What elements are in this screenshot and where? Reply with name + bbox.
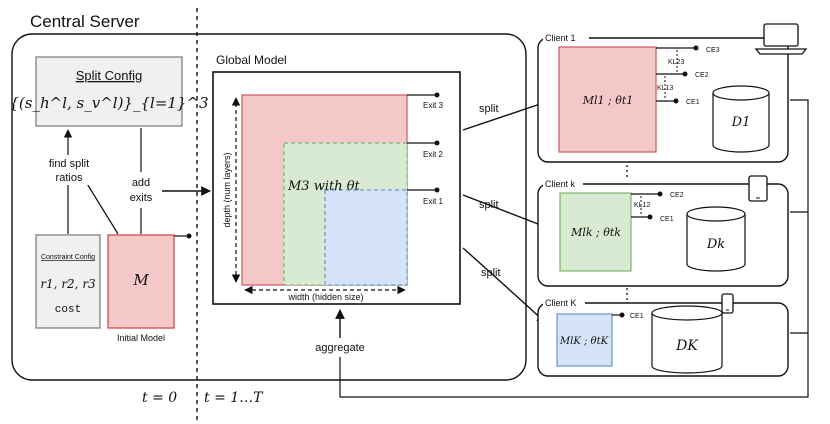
global-model-title: Global Model — [216, 53, 287, 67]
client-K-model-label: MlK ; θtK — [559, 336, 609, 347]
initial-model-output-dot — [186, 233, 192, 239]
exit-1-label: Exit 1 — [423, 197, 444, 206]
split-config-title: Split Config — [76, 68, 142, 83]
client-1-kl13: KL13 — [657, 85, 673, 92]
split-config-box — [35, 56, 183, 127]
global-model-inner-label: M3 with θt — [287, 179, 361, 194]
constraint-config-cost: cost — [55, 304, 81, 316]
time-label-right: t = 1…T — [204, 390, 264, 406]
client-k-dataset-cylinder — [686, 206, 746, 272]
exit-2-label: Exit 2 — [423, 150, 444, 159]
tablet-icon — [748, 175, 768, 202]
client-K-model — [556, 313, 613, 367]
split-label-1: split — [479, 103, 499, 115]
client-K-name: Client K — [545, 298, 577, 308]
client-k-model-label: Mlk ; θtk — [570, 226, 621, 239]
split-config-formula: {(s_h^l, s_v^l)}_{l=1}^3 — [9, 94, 208, 112]
client-K-output-ce1: CE1 — [630, 313, 644, 320]
phone-icon — [721, 293, 734, 314]
client-k-kl12: KL12 — [634, 202, 650, 209]
client-K-dataset-cylinder — [651, 305, 723, 374]
client-k-output-ce1: CE1 — [660, 216, 674, 223]
initial-model-box — [107, 234, 175, 329]
client-1-dataset-label: D1 — [731, 115, 751, 130]
global-model-x-axis: width (hidden size) — [287, 292, 363, 302]
add-exits-label-1: add — [132, 177, 150, 189]
client-k-output-ce2: CE2 — [670, 192, 684, 199]
client-k-name: Client k — [545, 179, 576, 189]
client-1-output-ce1: CE1 — [686, 99, 700, 106]
aggregate-return-line — [339, 99, 809, 398]
exit-3-label: Exit 3 — [423, 101, 444, 110]
constraint-config-values: r1, r2, r3 — [40, 277, 96, 291]
client-k-model — [559, 192, 632, 272]
add-exits-label-2: exits — [130, 192, 153, 204]
find-split-label-2: ratios — [56, 172, 83, 184]
client-K-dataset-label: DK — [675, 338, 699, 354]
find-split-label-1: find split — [49, 158, 89, 170]
client-1-output-ce2: CE2 — [695, 72, 709, 79]
client-k-dataset-label: Dk — [706, 237, 725, 252]
constraint-config-box — [35, 234, 101, 329]
central-server-title: Central Server — [30, 12, 140, 31]
aggregate-label: aggregate — [315, 342, 365, 354]
initial-model-symbol: M — [132, 271, 149, 289]
global-model-blue-region — [324, 189, 408, 286]
global-model-y-axis: depth (num layers) — [222, 152, 232, 227]
initial-model-caption: Initial Model — [117, 333, 165, 343]
laptop-icon — [754, 23, 808, 55]
client-1-output-ce3: CE3 — [706, 47, 720, 54]
split-label-3: split — [481, 267, 501, 279]
constraint-config-title: Constraint Config — [41, 254, 95, 261]
client-1-name: Client 1 — [545, 33, 576, 43]
client-1-model — [558, 46, 657, 153]
client-1-model-label: Ml1 ; θt1 — [582, 94, 634, 107]
split-label-2: split — [479, 199, 499, 211]
client-1-kl23: KL23 — [668, 59, 684, 66]
client-1-dataset-cylinder — [712, 85, 770, 153]
time-label-left: t = 0 — [142, 390, 177, 406]
